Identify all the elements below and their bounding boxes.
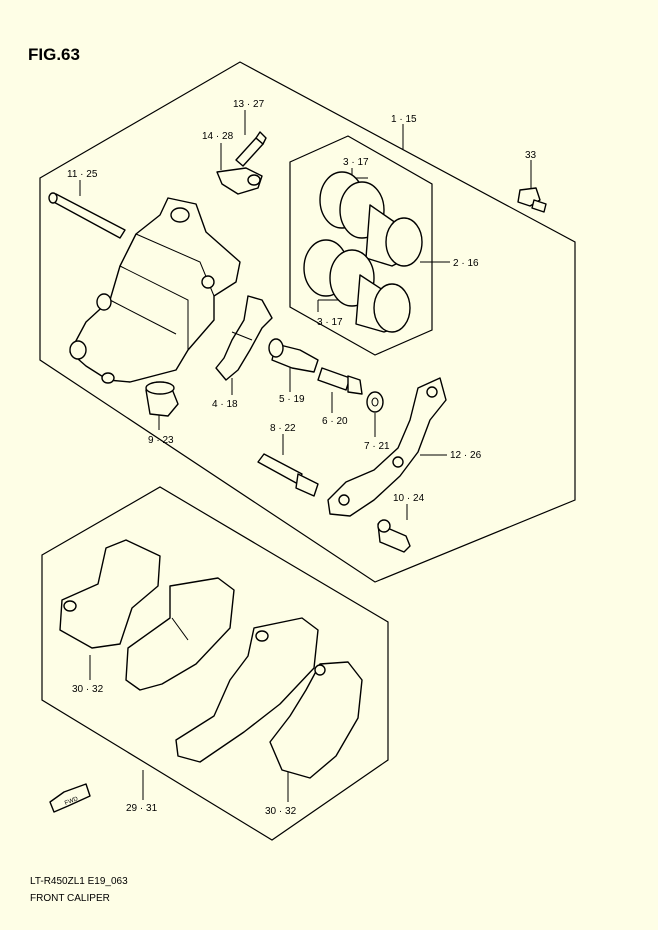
label-11-25: 11 · 25 — [67, 169, 98, 180]
label-30-32-left: 30 · 32 — [72, 684, 104, 695]
label-30-32-right: 30 · 32 — [265, 806, 297, 817]
piston-top — [319, 171, 423, 267]
boot — [145, 381, 179, 417]
caliper-bracket — [327, 377, 447, 517]
figure-title: FIG.63 — [28, 45, 80, 64]
pad-spring — [215, 295, 273, 381]
brake-pad-left-b — [125, 577, 235, 691]
washer — [366, 391, 384, 413]
brake-pad-right-b — [269, 661, 363, 779]
brake-pad-right-a — [175, 617, 319, 763]
caliper-body — [69, 197, 241, 384]
label-7-21: 7 · 21 — [364, 441, 390, 452]
slide-pin-long — [48, 192, 126, 239]
footer-code: LT-R450ZL1 E19_063 — [30, 876, 128, 887]
label-13-27: 13 · 27 — [233, 99, 265, 110]
part-labels: 13 · 27 14 · 28 1 · 15 3 · 17 33 11 · 25… — [67, 99, 537, 817]
leader-lines — [79, 110, 532, 802]
label-2-16: 2 · 16 — [453, 258, 479, 269]
label-29-31: 29 · 31 — [126, 803, 158, 814]
label-8-22: 8 · 22 — [270, 423, 296, 434]
bracket-pin — [257, 453, 319, 497]
guide-bolt — [268, 338, 319, 373]
label-10-24: 10 · 24 — [393, 493, 425, 504]
label-3-17-top: 3 · 17 — [343, 157, 369, 168]
label-33: 33 — [525, 150, 537, 161]
forward-arrow-label: FWD — [64, 796, 80, 807]
brake-pad-set-frame — [41, 486, 389, 841]
brake-pad-left-a — [59, 539, 161, 649]
label-14-28: 14 · 28 — [202, 131, 234, 142]
bleeder-cap — [216, 167, 263, 195]
label-6-20: 6 · 20 — [322, 416, 348, 427]
footer-name: FRONT CALIPER — [30, 893, 110, 904]
piston-bottom — [303, 239, 411, 333]
label-1-15: 1 · 15 — [391, 114, 417, 125]
bleeder-screw — [235, 131, 267, 167]
label-4-18: 4 · 18 — [212, 399, 238, 410]
label-9-23: 9 · 23 — [148, 435, 174, 446]
pad-bolt — [517, 187, 547, 213]
forward-arrow-icon: FWD — [49, 783, 91, 813]
caliper-assembly-frame — [39, 61, 576, 583]
label-12-26: 12 · 26 — [450, 450, 482, 461]
label-5-19: 5 · 19 — [279, 394, 305, 405]
bracket-sleeve — [377, 519, 411, 553]
piston-kit-frame — [289, 135, 433, 356]
sleeve-bolt — [317, 367, 363, 395]
label-3-17-bottom: 3 · 17 — [317, 317, 343, 328]
